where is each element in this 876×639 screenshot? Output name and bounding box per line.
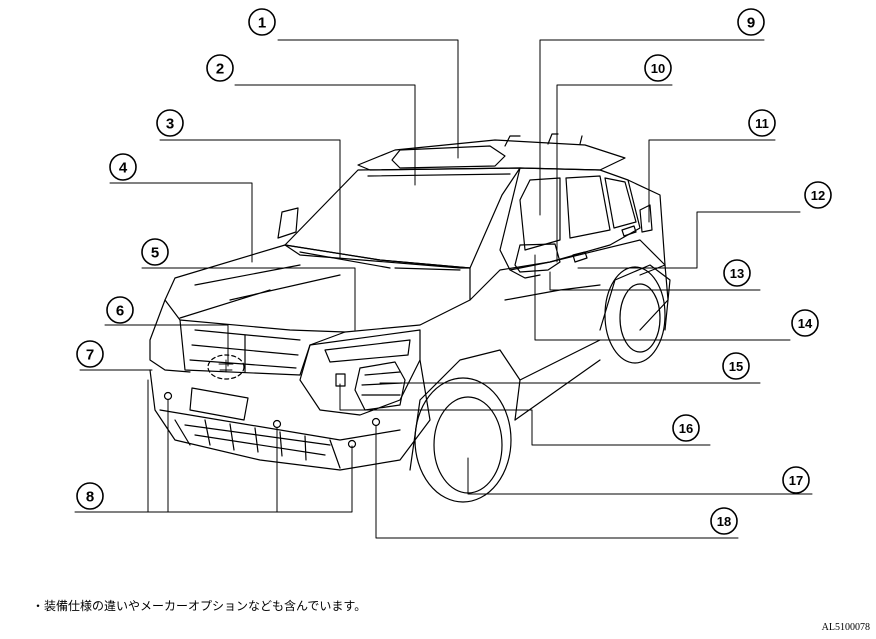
svg-text:15: 15 bbox=[729, 359, 743, 374]
svg-text:16: 16 bbox=[679, 421, 693, 436]
svg-text:2: 2 bbox=[216, 61, 224, 78]
leader-6 bbox=[104, 324, 229, 367]
callout-1: 1 bbox=[248, 8, 276, 36]
leader-10 bbox=[556, 84, 673, 263]
svg-text:5: 5 bbox=[151, 245, 159, 262]
svg-text:18: 18 bbox=[717, 514, 731, 529]
leader-4 bbox=[109, 182, 253, 263]
svg-text:12: 12 bbox=[811, 188, 825, 203]
svg-text:9: 9 bbox=[747, 15, 755, 32]
leader-3 bbox=[159, 139, 341, 259]
callout-10: 10 bbox=[644, 54, 672, 82]
leader-lines bbox=[74, 39, 813, 539]
svg-text:14: 14 bbox=[798, 316, 813, 331]
callout-14: 14 bbox=[791, 309, 819, 337]
car-illustration bbox=[149, 133, 671, 503]
callout-6: 6 bbox=[106, 296, 134, 324]
callout-2: 2 bbox=[206, 54, 234, 82]
callout-4: 4 bbox=[109, 153, 137, 181]
svg-text:13: 13 bbox=[730, 266, 744, 281]
svg-text:11: 11 bbox=[755, 116, 769, 131]
leader-2 bbox=[234, 84, 416, 186]
leader-5 bbox=[141, 267, 356, 331]
callout-18: 18 bbox=[710, 507, 738, 535]
svg-text:4: 4 bbox=[119, 160, 128, 177]
callouts: 1 2 3 4 5 6 7 8 9 10 11 12 13 14 15 bbox=[76, 8, 832, 535]
svg-text:6: 6 bbox=[116, 303, 124, 320]
leader-12 bbox=[577, 211, 801, 269]
svg-text:7: 7 bbox=[86, 347, 94, 364]
svg-text:10: 10 bbox=[651, 61, 665, 76]
svg-text:1: 1 bbox=[258, 15, 266, 32]
svg-text:17: 17 bbox=[789, 473, 803, 488]
callout-7: 7 bbox=[76, 340, 104, 368]
leader-1 bbox=[277, 39, 459, 159]
leader-11 bbox=[648, 139, 776, 223]
callout-16: 16 bbox=[672, 414, 700, 442]
leader-13 bbox=[549, 271, 761, 291]
callout-13: 13 bbox=[723, 259, 751, 287]
leader-16 bbox=[339, 383, 711, 446]
leader-9 bbox=[539, 39, 765, 216]
image-code: AL5100078 bbox=[821, 622, 870, 633]
callout-17: 17 bbox=[782, 466, 810, 494]
callout-3: 3 bbox=[156, 109, 184, 137]
leader-14 bbox=[534, 254, 791, 341]
callout-12: 12 bbox=[804, 181, 832, 209]
callout-8: 8 bbox=[76, 482, 104, 510]
svg-text:8: 8 bbox=[86, 489, 94, 506]
callout-15: 15 bbox=[722, 352, 750, 380]
callout-5: 5 bbox=[141, 238, 169, 266]
callout-9: 9 bbox=[737, 8, 765, 36]
callout-11: 11 bbox=[748, 109, 776, 137]
leader-8a bbox=[74, 445, 353, 513]
svg-text:3: 3 bbox=[166, 116, 174, 133]
leader-17 bbox=[467, 457, 813, 495]
leader-18 bbox=[375, 425, 739, 539]
footnote: ・装備仕様の違いやメーカーオプションなども含んでいます。 bbox=[32, 599, 367, 613]
